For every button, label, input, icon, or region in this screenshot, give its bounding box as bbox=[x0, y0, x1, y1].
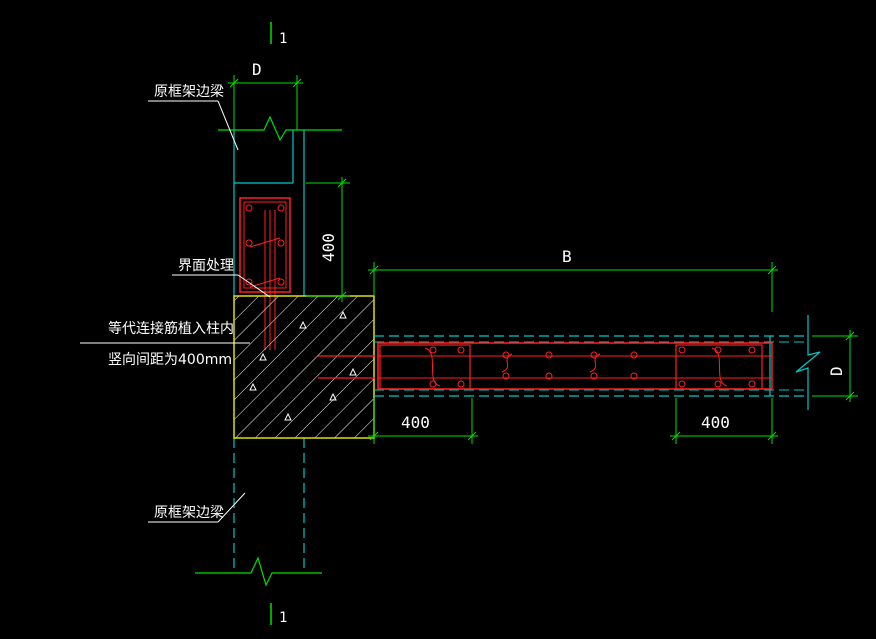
dimension-span-b: B bbox=[368, 247, 778, 312]
label-rebar-note-line2: 竖向间距为400mm bbox=[108, 352, 232, 368]
dim-400-right: 400 bbox=[701, 413, 730, 432]
dim-400-vertical: 400 bbox=[319, 233, 338, 262]
label-beam-bottom-text: 原框架边梁 bbox=[154, 505, 224, 521]
new-beam bbox=[374, 315, 821, 410]
section-mark-bottom: 1 bbox=[270, 603, 287, 626]
break-line-bottom bbox=[195, 556, 322, 587]
dimension-beam-depth: D bbox=[812, 330, 858, 402]
label-rebar-note: 等代连接筋植入柱内 竖向间距为400mm bbox=[80, 320, 250, 368]
existing-edge-beam bbox=[195, 115, 342, 587]
dimension-column-width: D bbox=[228, 60, 303, 130]
break-line-beam bbox=[795, 315, 821, 410]
dimension-left-400: 400 bbox=[368, 398, 478, 444]
dim-d-right: D bbox=[827, 366, 846, 376]
section-mark-top-label: 1 bbox=[279, 31, 287, 47]
break-line-top bbox=[218, 115, 342, 142]
label-interface-text: 界面处理 bbox=[178, 258, 234, 274]
label-beam-top-text: 原框架边梁 bbox=[154, 84, 224, 100]
dim-400-left: 400 bbox=[401, 413, 430, 432]
label-beam-bottom: 原框架边梁 bbox=[148, 492, 246, 523]
label-beam-top: 原框架边梁 bbox=[148, 84, 239, 151]
label-rebar-note-line1: 等代连接筋植入柱内 bbox=[108, 320, 234, 337]
dim-b: B bbox=[562, 247, 572, 266]
section-mark-bottom-label: 1 bbox=[279, 610, 287, 626]
new-concrete-block bbox=[233, 295, 375, 439]
dimension-right-400: 400 bbox=[670, 398, 778, 444]
dimension-vertical-400: 400 bbox=[306, 177, 350, 302]
section-mark-top: 1 bbox=[270, 22, 287, 47]
dim-d-top: D bbox=[252, 60, 262, 79]
label-interface: 界面处理 bbox=[172, 258, 271, 298]
